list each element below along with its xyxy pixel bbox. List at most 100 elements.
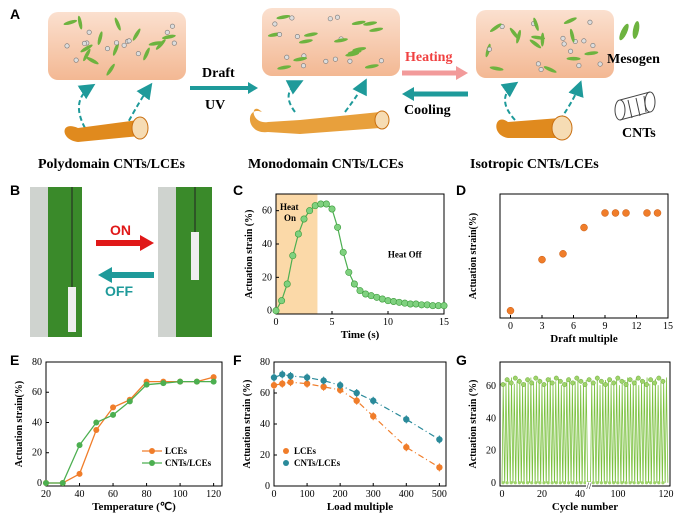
mesogen-icon — [364, 64, 379, 69]
data-point — [501, 481, 505, 485]
data-point — [350, 280, 358, 288]
data-point — [582, 382, 588, 387]
y-tick-label: 40 — [32, 417, 42, 428]
y-tick-label: 20 — [262, 272, 272, 283]
polydomain-fiber — [64, 116, 149, 142]
cnt-dot — [86, 29, 92, 35]
x-tick-label: 5 — [330, 317, 335, 328]
draft-label: Draft — [202, 66, 235, 81]
off-label: OFF — [105, 283, 133, 299]
caption-isotropic: Isotropic CNTs/LCEs — [470, 157, 599, 172]
data-point — [612, 481, 616, 485]
data-point — [345, 268, 353, 276]
mesogen-icon — [114, 17, 121, 31]
data-point — [541, 382, 547, 387]
data-point — [550, 481, 554, 485]
data-point — [500, 382, 506, 387]
mesogen-icon — [277, 65, 292, 70]
data-point — [538, 255, 546, 264]
cnt-dot — [284, 54, 290, 60]
panel-g-label: G — [456, 352, 467, 368]
data-point — [628, 481, 632, 485]
y-tick-label: 60 — [260, 388, 270, 399]
cnt-dot — [64, 43, 70, 49]
annotation-heat-off: Heat Off — [388, 249, 423, 259]
data-point — [639, 378, 645, 384]
data-point — [59, 479, 66, 486]
legend-mesogen: Mesogen — [607, 52, 660, 67]
mesogen-icon — [533, 17, 539, 31]
x-tick-label: 100 — [611, 489, 626, 500]
data-point — [566, 377, 572, 383]
data-point — [643, 209, 651, 217]
legend-marker — [149, 448, 155, 454]
y-tick-label: 60 — [262, 206, 272, 217]
data-point — [599, 481, 603, 485]
cnt-dot — [121, 42, 127, 48]
uv-label: UV — [205, 98, 226, 113]
y-tick-label: 20 — [486, 446, 496, 457]
annotation-on: On — [284, 213, 296, 223]
x-tick-label: 6 — [571, 321, 576, 332]
data-point — [611, 380, 617, 386]
mesogen-icon — [516, 29, 521, 44]
mesogen-icon — [293, 57, 308, 62]
data-point — [583, 481, 587, 485]
x-tick-label: 20 — [537, 489, 547, 500]
panel-d-label: D — [456, 182, 467, 198]
data-point — [193, 378, 200, 385]
data-point — [644, 382, 649, 387]
mesogen-icon — [531, 35, 546, 40]
cnt-dot — [560, 35, 566, 41]
data-point — [558, 378, 563, 384]
cnt-dot — [334, 14, 340, 20]
cnt-dot — [81, 40, 87, 46]
mesogen-icon — [80, 44, 93, 53]
mesogen-icon — [351, 20, 366, 26]
data-point — [436, 464, 443, 471]
series-line-1 — [273, 373, 440, 441]
data-point — [537, 378, 543, 384]
data-point — [529, 380, 535, 386]
data-point — [110, 404, 117, 411]
cnt-dot — [581, 38, 587, 44]
data-point — [403, 444, 410, 451]
data-point — [143, 381, 150, 388]
data-point — [320, 377, 327, 384]
data-point — [570, 380, 576, 386]
cnt-dot — [294, 33, 300, 39]
isotropic-box — [476, 10, 614, 78]
mesogen-icon — [148, 41, 163, 46]
data-point — [512, 375, 518, 381]
plot-frame — [275, 193, 445, 315]
data-point — [620, 481, 624, 485]
data-point — [586, 377, 592, 383]
mesogen-icon — [563, 17, 577, 24]
data-point — [303, 374, 311, 381]
cnt-dot — [561, 41, 567, 47]
data-point — [558, 481, 562, 485]
data-point — [553, 375, 559, 381]
panel-f-label: F — [233, 352, 242, 368]
data-point — [126, 398, 133, 405]
cnt-dot — [171, 40, 177, 46]
caption-polydomain: Polydomain CNTs/LCEs — [38, 157, 185, 172]
panel-b-label: B — [10, 182, 21, 198]
x-tick-label: 40 — [575, 489, 585, 500]
x-tick-label: 60 — [108, 489, 118, 500]
panel-c-label: C — [233, 182, 244, 198]
plot-frame — [499, 361, 671, 487]
mesogen-icon — [543, 66, 557, 73]
caption-monodomain: Monodomain CNTs/LCEs — [248, 157, 404, 172]
x-tick-label: 120 — [206, 489, 221, 500]
axis-break-mark: // — [586, 481, 592, 491]
data-point — [336, 386, 344, 394]
cnt-dot — [347, 58, 353, 64]
on-label: ON — [110, 222, 131, 238]
data-point — [517, 378, 522, 384]
data-point — [279, 371, 286, 378]
cnt-dot — [597, 61, 603, 67]
data-point — [546, 481, 550, 485]
